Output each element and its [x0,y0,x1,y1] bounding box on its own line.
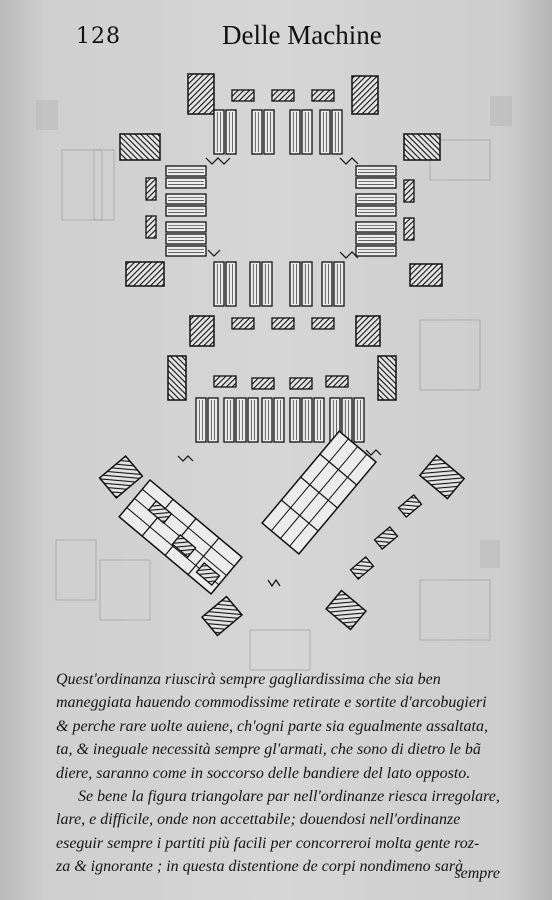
show-through-marks [36,96,512,568]
text-line: lare, e difficile, onde non accettabile;… [56,811,461,829]
formation-woodcut [98,73,466,637]
text-line: diere, saranno come in soccorso delle ba… [56,764,471,782]
page-number: 128 [76,24,121,49]
text-line: eseguir sempre i partiti più facili per … [56,834,480,852]
text-line: ta, & ineguale necessità sempre gl'armat… [56,741,481,759]
catchword: sempre [454,865,500,882]
text-line: za & ignorante ; in questa distentione d… [56,858,464,876]
running-title: Delle Machine [222,20,382,50]
text-line: Quest'ordinanza riuscirà sempre gagliard… [56,671,441,688]
text-line: maneggiata hauendo commodissime retirate… [56,694,487,712]
text-line: Se bene la figura triangolare par nell'o… [78,787,500,805]
body-text: Quest'ordinanza riuscirà sempre gagliard… [56,668,526,879]
text-line: & perche rare uolte auiene, ch'ogni part… [56,717,488,735]
page-header: 128 Delle Machine [0,18,552,58]
